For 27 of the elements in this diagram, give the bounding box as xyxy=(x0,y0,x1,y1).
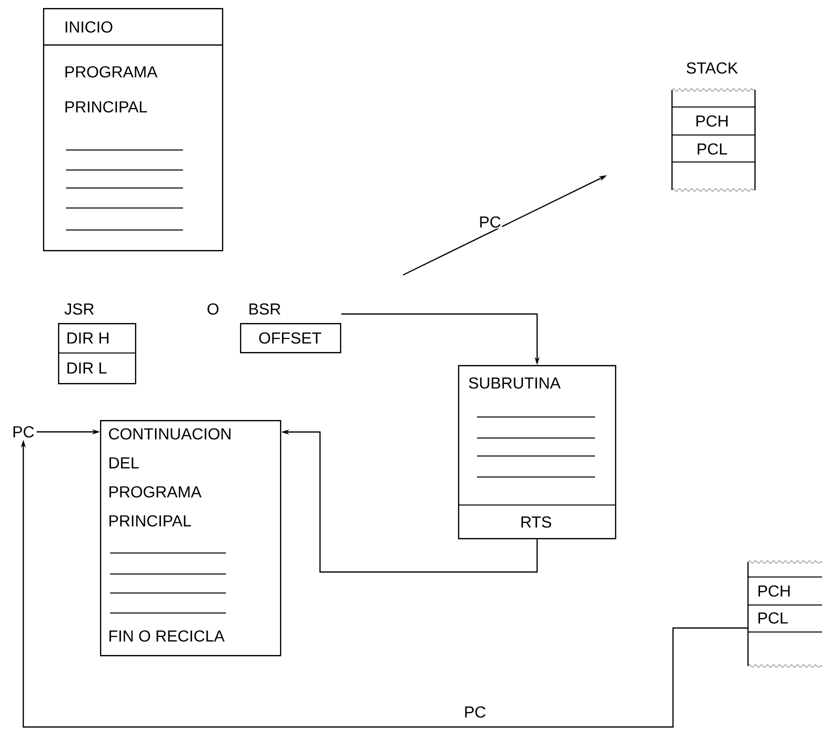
instruction-box xyxy=(240,303,342,354)
box-text: SUBRUTINA xyxy=(468,377,561,389)
edge-label: PC xyxy=(478,215,502,229)
box-text: PROGRAMA PRINCIPAL xyxy=(66,66,158,113)
box-text: PCL xyxy=(698,143,728,155)
stack-drawing xyxy=(671,62,756,192)
box-text: BSR xyxy=(250,303,280,315)
box-text: RTS xyxy=(521,516,552,528)
box-text: PCL xyxy=(758,612,788,624)
program-box xyxy=(43,8,224,252)
box-text: DIR L xyxy=(68,362,107,374)
box-text: STACK xyxy=(686,62,738,74)
edge-label: PC xyxy=(462,705,488,719)
box-text: INICIO xyxy=(66,21,112,33)
box-text: CONTINUACION DEL PROGRAMA PRINCIPAL xyxy=(109,428,230,527)
program-box xyxy=(100,420,282,656)
box-text: JSR xyxy=(64,303,94,315)
register-label: PC xyxy=(14,426,34,438)
connector-word: O xyxy=(208,303,218,315)
stack-drawing xyxy=(747,560,823,668)
box-text: OFFSET xyxy=(259,332,322,344)
box-text: FIN O RECICLA xyxy=(110,630,225,642)
box-text: PCH xyxy=(758,585,790,597)
instruction-box xyxy=(58,303,136,384)
box-text: DIR H xyxy=(68,332,108,344)
subroutine-box xyxy=(458,365,616,540)
box-text: PCH xyxy=(696,115,728,127)
